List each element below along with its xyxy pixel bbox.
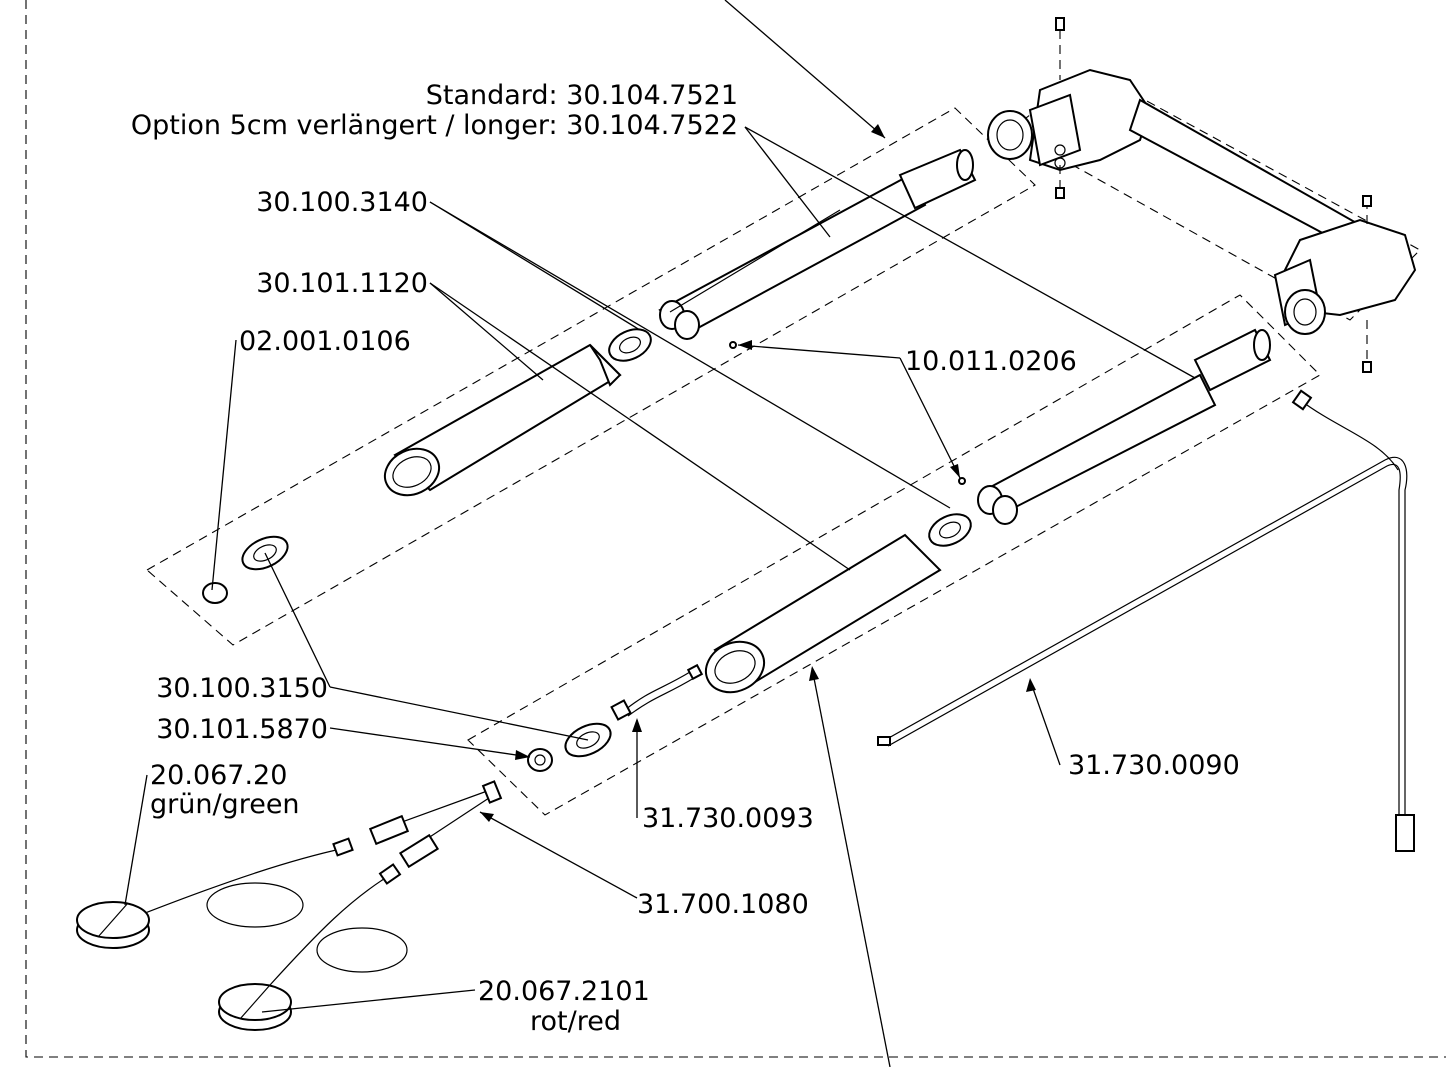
label-20-067-2101: 20.067.2101 <box>478 976 650 1007</box>
label-10-011-0206: 10.011.0206 <box>905 346 1077 377</box>
end-cap-upper-right <box>928 513 972 547</box>
label-02-001-0106: 02.001.0106 <box>239 326 411 357</box>
cable-31-700-1080 <box>368 780 503 869</box>
leader-lines <box>124 0 1196 1067</box>
screw-left <box>729 341 737 349</box>
label-31-730-0093: 31.730.0093 <box>642 803 814 834</box>
label-20-067-20: 20.067.20 <box>150 760 287 791</box>
end-cap-upper-left <box>608 328 652 362</box>
upper-tube-left <box>658 148 977 340</box>
drawing-frame <box>25 0 1446 1058</box>
label-30-100-3150: 30.100.3150 <box>156 673 328 704</box>
housing-right <box>704 533 942 694</box>
push-button-green <box>76 901 150 949</box>
label-option-longer: Option 5cm verlängert / longer: 30.104.7… <box>131 110 738 141</box>
cable-31-730-0090 <box>877 389 1415 852</box>
upper-tube-right <box>977 328 1272 525</box>
assembly-boundary-left <box>146 107 1036 646</box>
button-red-cable <box>269 863 408 986</box>
label-20-067-20-color: grün/green <box>150 789 300 820</box>
plug-cap <box>202 582 228 604</box>
label-30-101-1120: 30.101.1120 <box>256 268 428 299</box>
label-30-101-5870: 30.101.5870 <box>156 714 328 745</box>
button-green-cable <box>139 837 354 928</box>
label-31-700-1080: 31.700.1080 <box>637 889 809 920</box>
grommet <box>527 748 553 772</box>
screw-right <box>958 477 966 485</box>
label-standard: Standard: 30.104.7521 <box>426 80 738 111</box>
label-30-100-3140: 30.100.3140 <box>256 187 428 218</box>
label-20-067-2101-color: rot/red <box>530 1006 621 1037</box>
housing-left <box>383 343 622 497</box>
handle-bracket <box>987 17 1417 373</box>
cable-31-730-0093 <box>610 663 704 721</box>
push-button-red <box>218 983 292 1031</box>
label-31-730-0090: 31.730.0090 <box>1068 750 1240 781</box>
